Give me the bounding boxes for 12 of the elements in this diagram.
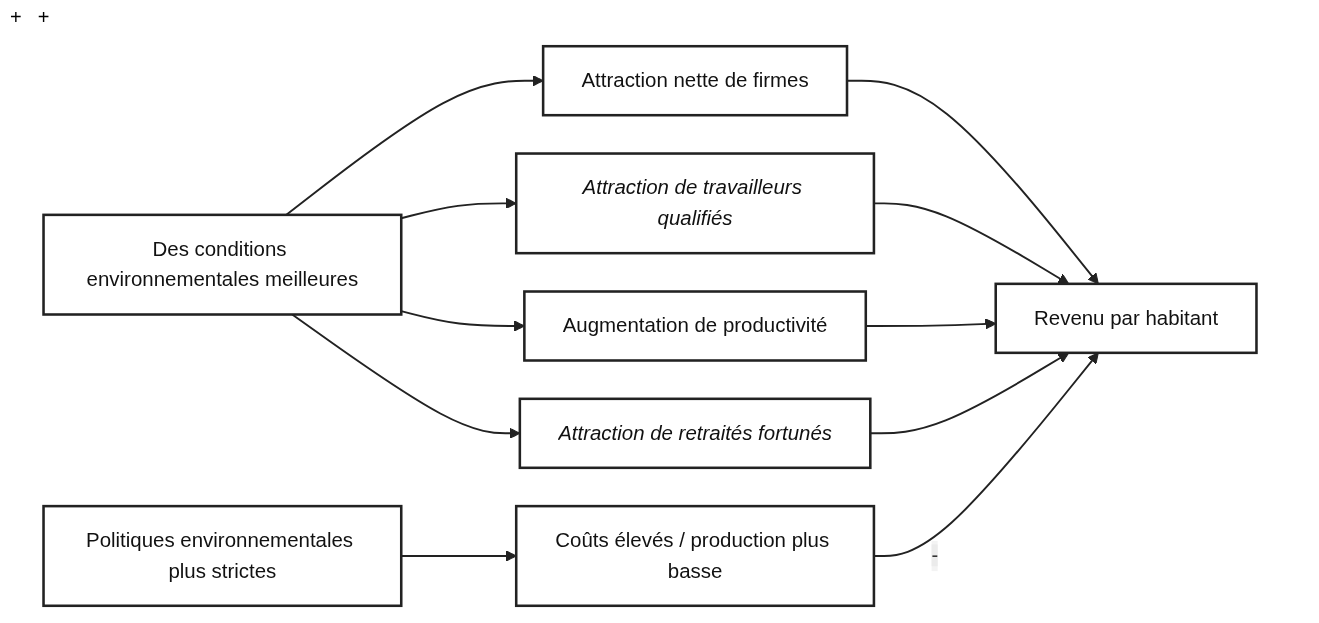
node-box: Politiques environnementales plus strictes bbox=[42, 504, 403, 608]
node-box: Coûts élevés / production plus basse bbox=[514, 504, 876, 608]
edge-label: - bbox=[931, 544, 939, 567]
sign-label: + bbox=[10, 6, 22, 29]
sign-label: + bbox=[37, 6, 50, 29]
node-box: Attraction de travailleurs qualifiés bbox=[514, 152, 876, 255]
arrow bbox=[400, 197, 517, 220]
node-box: Des conditions environnementales meilleures bbox=[42, 213, 403, 316]
node-box: Attraction nette de firmes bbox=[541, 44, 849, 117]
node-box: Revenu par habitant bbox=[994, 282, 1258, 355]
node-box: Augmentation de productivité bbox=[523, 290, 868, 362]
arrow bbox=[400, 310, 525, 332]
